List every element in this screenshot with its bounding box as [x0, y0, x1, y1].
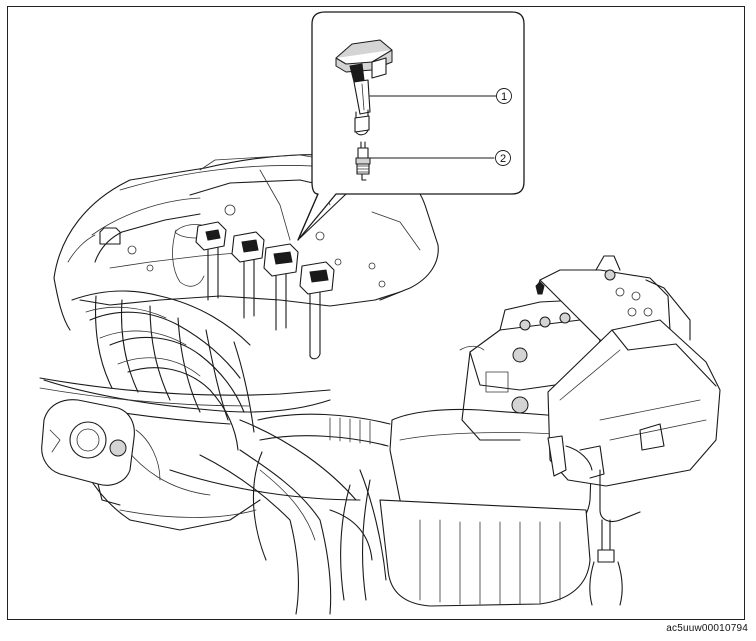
cylinder-head [79, 204, 401, 307]
upper-right-bracket [459, 255, 691, 351]
fuse-box [547, 319, 721, 523]
throttle-body [41, 399, 161, 506]
ignition-coils-installed [172, 221, 335, 360]
air-intake-duct [252, 413, 391, 561]
callout-1-number: 1 [501, 91, 507, 103]
hoses [39, 377, 361, 518]
callout-2-number: 2 [500, 153, 506, 165]
detail-callout-box [297, 11, 525, 241]
spark-plug [355, 141, 371, 181]
leader-lines [369, 95, 497, 159]
callout-2: 2 [495, 150, 511, 166]
air-cleaner [329, 408, 593, 607]
figure-code: ac5uuw00010794 [666, 623, 748, 634]
mounting-stud [589, 519, 623, 606]
ignition-coil [335, 39, 393, 136]
callout-1: 1 [496, 88, 512, 104]
